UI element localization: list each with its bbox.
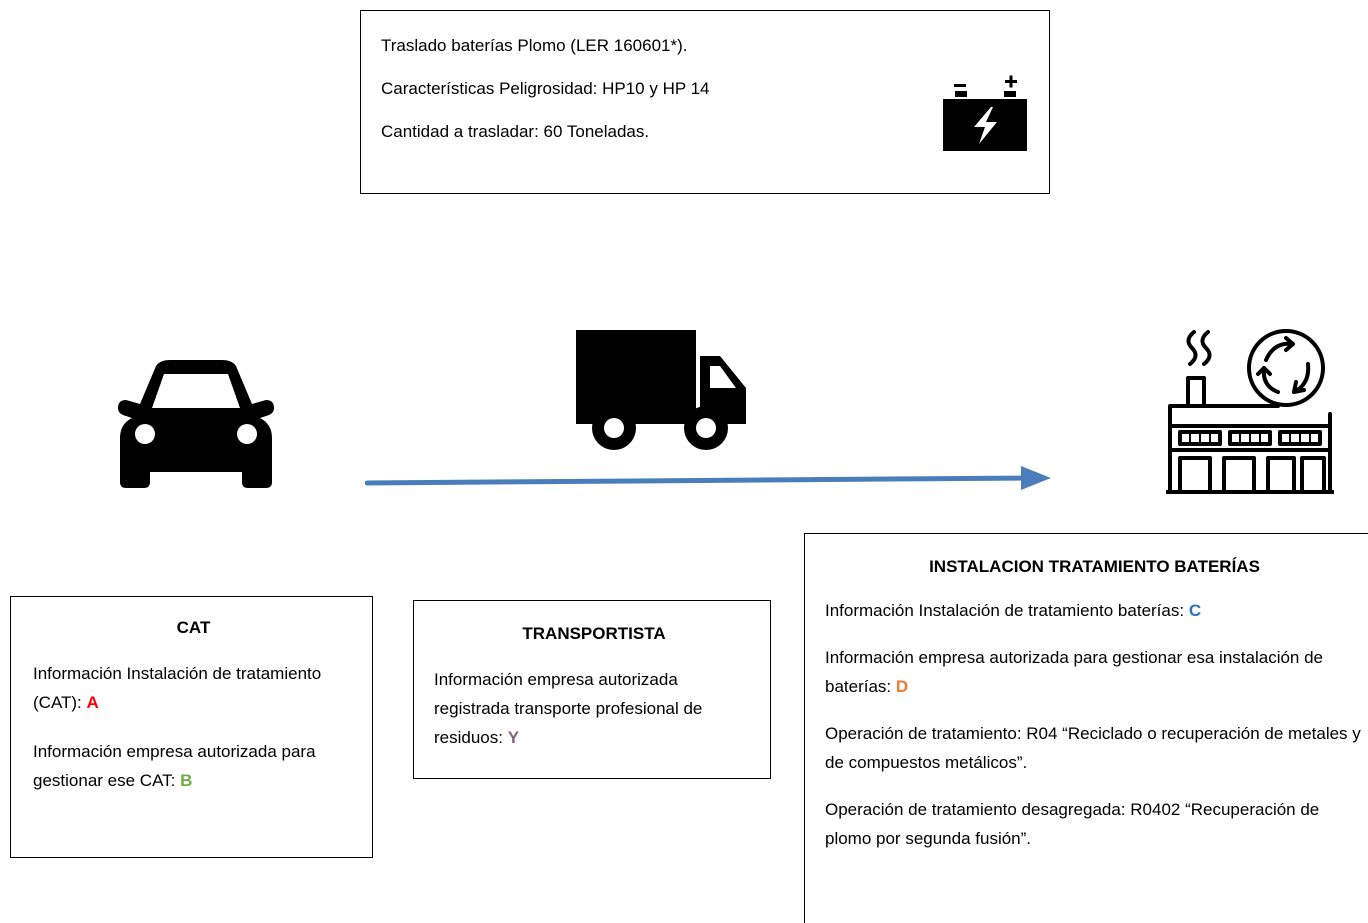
battery-icon xyxy=(943,75,1027,151)
transport-box: TRANSPORTISTA Información empresa autori… xyxy=(413,600,771,779)
transport-company-info: Información empresa autorizada registrad… xyxy=(434,670,703,747)
quantity: Cantidad a trasladar: 60 Toneladas. xyxy=(381,122,650,141)
waste-type: Traslado baterías Plomo (LER 160601*). xyxy=(381,36,688,55)
code-b: B xyxy=(180,771,193,790)
installation-title: INSTALACION TRATAMIENTO BATERÍAS xyxy=(929,557,1260,576)
code-y: Y xyxy=(507,728,520,747)
hazard-characteristics: Características Peligrosidad: HP10 y HP … xyxy=(381,79,710,98)
transport-title: TRANSPORTISTA xyxy=(522,624,666,643)
installation-info: Información Instalación de tratamiento b… xyxy=(825,601,1202,620)
treatment-operation: Operación de tratamiento: R04 “Reciclado… xyxy=(825,724,1361,772)
cat-box: CAT Información Instalación de tratamien… xyxy=(10,596,373,858)
recycling-factory-icon xyxy=(1166,329,1334,494)
code-d: D xyxy=(895,677,909,696)
truck-icon xyxy=(576,330,746,450)
installation-company-info: Información empresa autorizada para gest… xyxy=(825,648,1324,696)
code-c: C xyxy=(1188,601,1202,620)
cat-title: CAT xyxy=(176,618,211,637)
treatment-operation-detailed: Operación de tratamiento desagregada: R0… xyxy=(825,800,1320,848)
waste-info-box: Traslado baterías Plomo (LER 160601*). C… xyxy=(360,10,1050,194)
installation-box: INSTALACION TRATAMIENTO BATERÍAS Informa… xyxy=(804,533,1368,923)
code-a: A xyxy=(86,693,99,712)
cat-company-info: Información empresa autorizada para gest… xyxy=(33,742,316,790)
flow-arrow xyxy=(365,466,1051,490)
car-icon xyxy=(118,360,274,488)
cat-installation-info: Información Instalación de tratamiento (… xyxy=(33,664,322,712)
